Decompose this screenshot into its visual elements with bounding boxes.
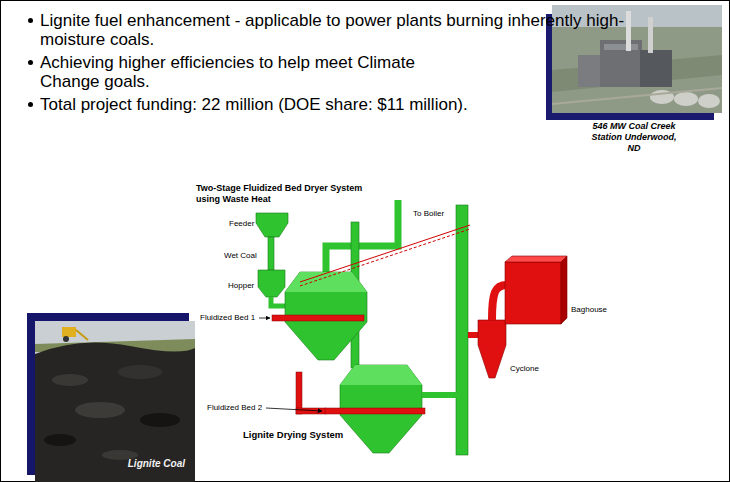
part-label: Cyclone	[510, 364, 539, 374]
tractor	[62, 327, 76, 337]
hot-air-line	[300, 225, 470, 282]
cyclone	[478, 320, 506, 378]
part-label: Hopper	[228, 281, 254, 291]
coal-lump	[118, 365, 162, 379]
part-label: Fluidized Bed 1	[200, 313, 255, 323]
baghouse-side	[561, 256, 567, 324]
part-label: Fluidized Bed 2	[207, 403, 262, 413]
bullet-text: Lignite fuel enhancement - applicable to…	[40, 11, 655, 49]
bullet-text: Total project funding: 22 million (DOE s…	[40, 95, 655, 114]
photo-caption: 546 MW Coal Creek Station Underwood, ND	[589, 121, 679, 154]
diagram-title: Two-Stage Fluidized Bed Dryer System usi…	[196, 183, 376, 205]
part-label: Baghouse	[571, 305, 607, 315]
dryer-illustration	[256, 200, 567, 455]
coal-photo	[27, 313, 195, 482]
part-label: Feeder	[229, 219, 254, 229]
hopper	[258, 270, 285, 297]
part-label: To Boiler	[413, 209, 444, 219]
coal-pile	[35, 342, 195, 482]
leader-line	[266, 408, 322, 411]
plant-tank	[698, 94, 720, 108]
bullet-dot	[28, 18, 33, 23]
photo-panel: Lignite Coal	[35, 321, 195, 482]
tractor-wheel	[63, 336, 69, 342]
hot-air-line	[300, 229, 470, 286]
bullet-dot	[28, 60, 33, 65]
feeder	[256, 213, 288, 237]
plant-building	[600, 40, 642, 87]
vessel-top	[340, 365, 422, 385]
plant-tank	[674, 92, 698, 106]
coal-lump	[75, 402, 125, 418]
plant-stack	[648, 17, 653, 53]
photo-sky	[35, 321, 195, 482]
coal-lump	[52, 374, 88, 386]
coal-lump	[44, 434, 76, 446]
part-label: Wet Coal	[224, 251, 257, 261]
distributor-plate	[272, 315, 364, 321]
distributor-plate	[325, 408, 425, 414]
photo-caption: Lignite Coal	[128, 458, 185, 470]
diagram-subtitle: Lignite Drying System	[243, 429, 343, 440]
tall-pipe	[456, 205, 468, 455]
plant-roof	[604, 44, 638, 50]
bed-outlet-pipe	[422, 392, 458, 398]
plant-building	[578, 55, 602, 87]
baghouse	[505, 262, 561, 324]
leader-line	[259, 318, 270, 319]
bullet-text: Achieving higher efficiencies to help me…	[40, 53, 445, 91]
plant-building	[640, 50, 672, 87]
coal-lump	[140, 413, 180, 427]
bullet-dot	[28, 102, 33, 107]
baghouse-top	[505, 256, 567, 262]
plant-stack	[626, 11, 631, 51]
hot-water-pipe	[296, 372, 302, 414]
vessel-top	[285, 272, 367, 292]
photo-road	[552, 88, 722, 104]
feed-pipe	[268, 237, 274, 270]
tractor-arm	[76, 330, 88, 340]
